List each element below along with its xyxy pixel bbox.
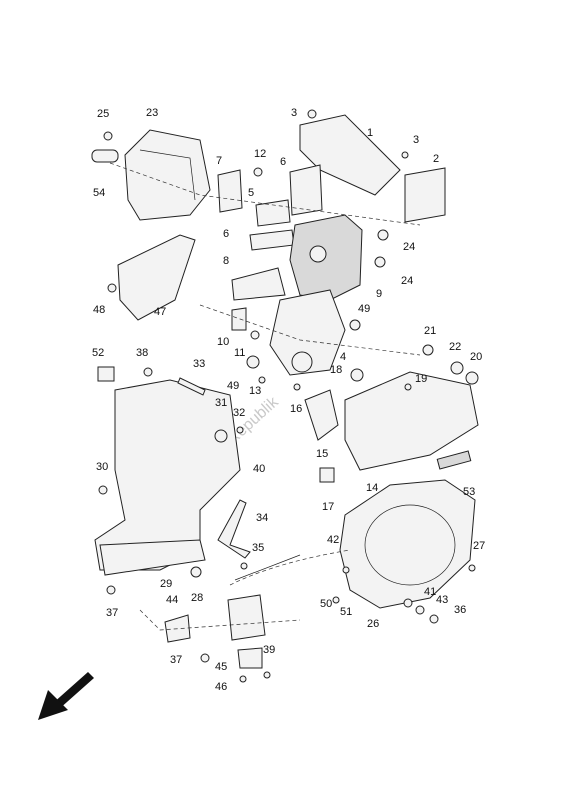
part-17-pad: [319, 467, 335, 483]
part-7-filter: [217, 169, 243, 213]
callout-4: 4: [340, 351, 346, 363]
callout-12: 12: [254, 148, 266, 160]
callout-17: 17: [322, 501, 334, 513]
part-53-emblem: [436, 450, 472, 470]
part-6-filter-lower: [249, 229, 295, 251]
callout-52: 52: [92, 347, 104, 359]
callout-28: 28: [191, 592, 203, 604]
callout-6: 6: [280, 156, 286, 168]
part-23-cover: [124, 129, 211, 221]
part-45-bracket: [227, 594, 266, 669]
callout-33: 33: [193, 358, 205, 370]
callout-24: 24: [403, 241, 415, 253]
part-1-bracket: [299, 114, 401, 196]
callout-53: 53: [463, 486, 475, 498]
callout-40: 40: [253, 463, 265, 475]
callout-15: 15: [316, 448, 328, 460]
part-frame-left: [94, 379, 241, 576]
callout-3: 3: [291, 107, 297, 119]
callout-21: 21: [424, 325, 436, 337]
callout-38: 38: [136, 347, 148, 359]
part-26-engine-cover: [339, 479, 476, 609]
callout-18: 18: [330, 364, 342, 376]
callout-51: 51: [340, 606, 352, 618]
callout-13: 13: [249, 385, 261, 397]
hardware-bolts: [98, 109, 479, 683]
callout-20: 20: [470, 351, 482, 363]
callout-36: 36: [454, 604, 466, 616]
part-14-side-cover: [344, 371, 479, 471]
part-33-strap: [177, 377, 206, 396]
part-10-plate: [231, 307, 247, 331]
callout-5: 5: [248, 187, 254, 199]
part-15-bracket: [304, 389, 339, 441]
callout-43: 43: [436, 594, 448, 606]
callout-48: 48: [93, 304, 105, 316]
part-frame-center: [269, 214, 363, 376]
callout-54: 54: [93, 187, 105, 199]
part-47-side-cover: [117, 234, 196, 321]
callout-16: 16: [290, 403, 302, 415]
callout-49: 49: [358, 303, 370, 315]
arrow-down-left-icon: [38, 672, 94, 720]
part-54-clip: [91, 149, 119, 163]
callout-6: 6: [223, 228, 229, 240]
callout-29: 29: [160, 578, 172, 590]
callout-19: 19: [415, 373, 427, 385]
part-cable: [229, 549, 351, 586]
callout-27: 27: [473, 540, 485, 552]
callout-23: 23: [146, 107, 158, 119]
part-8-cover: [231, 267, 286, 301]
callout-25: 25: [97, 108, 109, 120]
callout-11: 11: [234, 347, 245, 359]
callout-31: 31: [215, 397, 227, 409]
part-34-bracket: [217, 499, 251, 559]
callout-45: 45: [215, 661, 227, 673]
assembly-line: [199, 304, 421, 356]
part-52-block: [97, 366, 115, 382]
part-2-plate: [404, 167, 446, 223]
callout-37: 37: [106, 607, 118, 619]
callout-35: 35: [252, 542, 264, 554]
callout-34: 34: [256, 512, 268, 524]
callout-47: 47: [154, 306, 166, 318]
callout-42: 42: [327, 534, 339, 546]
callout-1: 1: [367, 127, 373, 139]
callout-50: 50: [320, 598, 332, 610]
callout-7: 7: [216, 155, 222, 167]
callout-9: 9: [376, 288, 382, 300]
callout-44: 44: [166, 594, 178, 606]
callout-49: 49: [227, 380, 239, 392]
callout-2: 2: [433, 153, 439, 165]
callout-14: 14: [366, 482, 378, 494]
assembly-line: [139, 609, 301, 631]
callout-22: 22: [449, 341, 461, 353]
callout-26: 26: [367, 618, 379, 630]
assembly-line: [109, 162, 421, 226]
part-6-filter-upper: [289, 164, 323, 216]
callout-10: 10: [217, 336, 229, 348]
callout-46: 46: [215, 681, 227, 693]
callout-3: 3: [413, 134, 419, 146]
callout-8: 8: [223, 255, 229, 267]
callout-39: 39: [263, 644, 275, 656]
part-5-filter: [255, 199, 291, 227]
callout-24: 24: [401, 275, 413, 287]
callout-41: 41: [424, 586, 436, 598]
callout-30: 30: [96, 461, 108, 473]
callout-37: 37: [170, 654, 182, 666]
callout-labels: 1 2 3 3 4 5 6 6 7 8 9 10 11 12 13 14 15 …: [92, 107, 485, 693]
callout-32: 32: [233, 407, 245, 419]
